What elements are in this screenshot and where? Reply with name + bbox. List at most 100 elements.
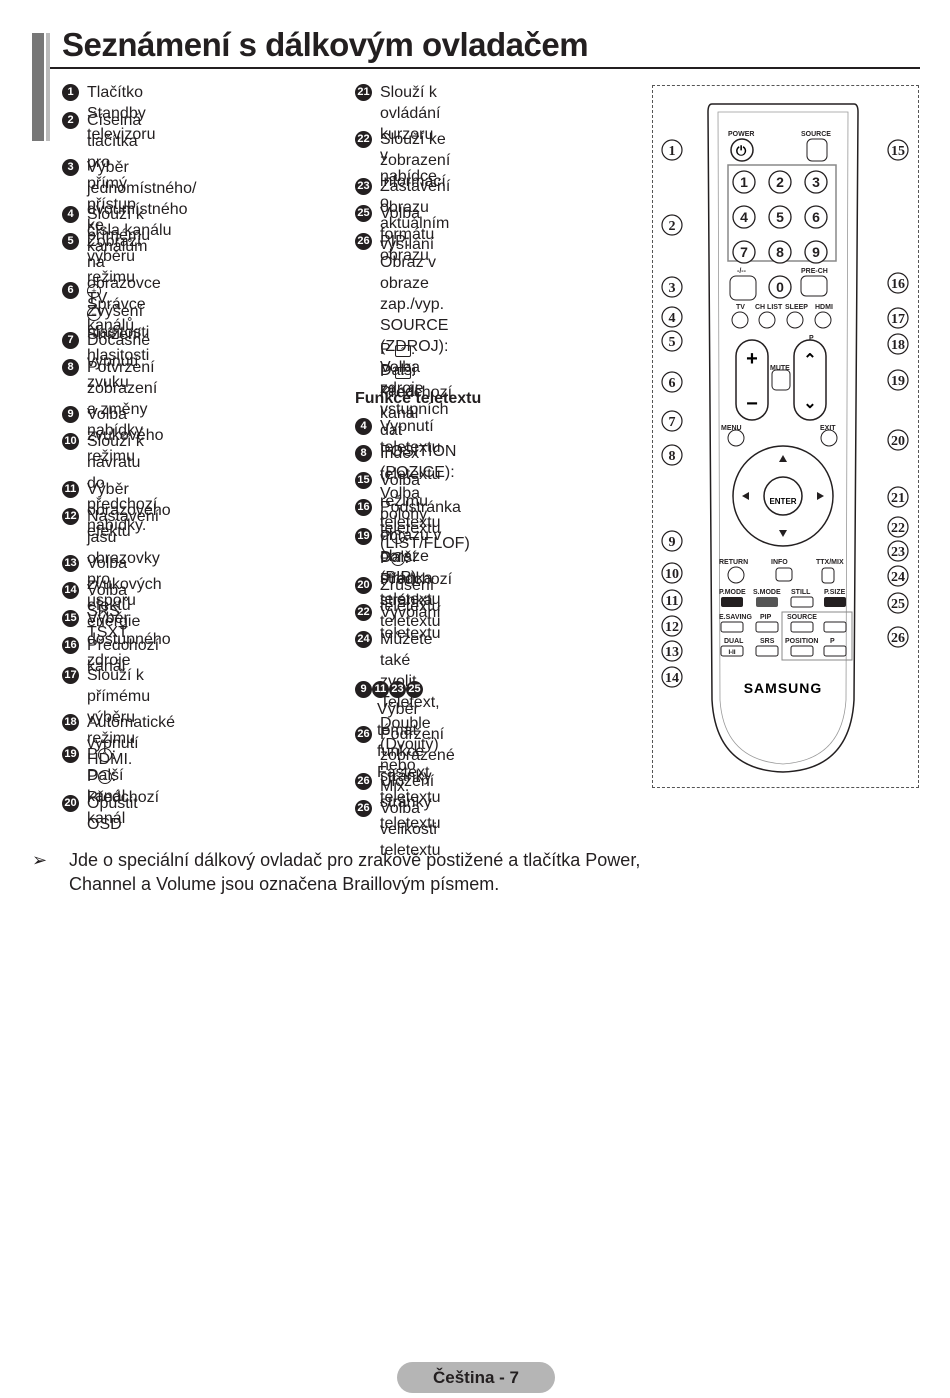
item-text-value: : Další stránka teletextu [380,528,441,608]
title-accent-bar-light [46,33,50,141]
p-down-button [823,645,847,657]
tv-label: TV [736,304,745,311]
item-number: 22 [355,604,372,621]
callout-number: 23 [891,545,905,560]
item-text: Dočasné vypnutí zvuku [87,332,151,391]
item-text: Slouží k návratu do předchozí nabídky. [87,433,158,534]
item-text: PIP: Obraz v obraze zap./vyp. SOURCE (ZD… [380,233,457,586]
item-text: Předchozí kanál [87,637,160,675]
item-text-value: Zvýšení hlasitosti [87,303,150,341]
callout-marker [661,444,683,466]
volume-down-icon: − [746,393,758,415]
item-number: 1 [62,84,79,101]
digit-label: 0 [776,279,784,295]
still-button [790,596,814,608]
digit-button-5 [768,205,792,229]
sleep-label: SLEEP [785,304,808,311]
callout-number: 16 [891,277,905,292]
prech-button [800,275,828,297]
power-button [730,138,754,162]
p-letter: P [380,341,391,358]
item-text: Volba SRS TSXT [87,582,128,641]
callout-marker [661,139,683,161]
return-button [727,566,745,584]
item-text: Výběr témat funkce Fastext [377,701,430,781]
callout-marker [661,330,683,352]
item-text: Můžete také zvolit Teletext, Double (Dvo… [380,631,440,795]
position-button [790,645,814,657]
callout-number: 17 [891,312,905,327]
p-letter: P [87,768,98,785]
sleep-button [786,311,804,329]
callout-number: 12 [665,620,679,635]
digit-label: 7 [740,244,748,260]
menu-button [727,429,745,447]
ttxmix-label: TTX/MIX [816,559,844,566]
hdmi-button [814,311,832,329]
pmode-label: P.MODE [719,589,746,596]
callout-number: 6 [669,376,676,391]
chlist-button [758,311,776,329]
callout-marker [887,565,909,587]
dual-button [720,645,744,657]
callout-number: 11 [665,594,678,609]
digit-label: 6 [812,209,820,225]
title-accent-bar [32,33,44,141]
exit-label: EXIT [820,425,836,432]
callout-marker [887,486,909,508]
callout-marker [887,626,909,648]
callout-marker [661,589,683,611]
item-text: Zastavení obrazu [380,178,451,216]
page-title: Seznámení s dálkovým ovladačem [62,26,589,63]
plus-icon: + [87,284,101,298]
callout-number: 20 [891,434,905,449]
digit-button-0 [768,275,792,299]
item-number: 21 [355,84,372,101]
note-text: Jde o speciální dálkový ovladač pro zrak… [69,850,641,894]
callout-marker [887,307,909,329]
callout-number: 18 [891,338,905,353]
position-label: POSITION [785,638,818,645]
callout-number: 4 [669,311,676,326]
callout-number: 14 [665,671,679,686]
item-number: 5 [62,233,79,250]
power-icon: ⏻ [736,143,747,158]
item-text: Nastavení jasu obrazovky pro úsporu ener… [87,508,160,630]
item-text: Číselná tlačítka pro přímý přístup ke ka… [87,112,148,255]
volume-rocker [735,339,769,421]
callout-number: 5 [669,335,676,350]
item-text: Volba zvukového režimu [87,406,164,465]
item-number: 8 [355,445,372,462]
digit-label: 5 [776,209,784,225]
pip-group-frame [781,611,853,661]
p-letter: P [380,363,391,380]
digit-button-8 [768,240,792,264]
remote-illustration-frame [652,85,919,788]
item-number: 23 [355,178,372,195]
p-up-button [823,621,847,633]
callout-marker [661,306,683,328]
item-text: Opustit OSD [87,795,138,833]
callout-marker [887,369,909,391]
item-text: Volba režimu teletextu (LIST/FLOF) [380,472,470,552]
dual-symbol: I-II [729,650,736,656]
smode-label: S.MODE [753,589,781,596]
callout-marker [887,139,909,161]
info-label: INFO [771,559,788,566]
item-number: 7 [62,332,79,349]
item-number: 22 [355,131,372,148]
item-number: 17 [62,667,79,684]
callout-number: 25 [891,597,905,612]
callout-marker [661,562,683,584]
callout-marker [887,592,909,614]
item-text: Automatické vypnutí [87,714,176,752]
page-footer: Čeština - 7 [397,1362,555,1393]
remote-body [707,103,859,773]
info-button [775,567,793,582]
item-number: 13 [62,555,79,572]
dashdash-label: -/-- [737,268,747,275]
item-text: Slouží k přímému výběru režimu HDMI. [87,667,151,768]
source2-button [790,621,814,633]
